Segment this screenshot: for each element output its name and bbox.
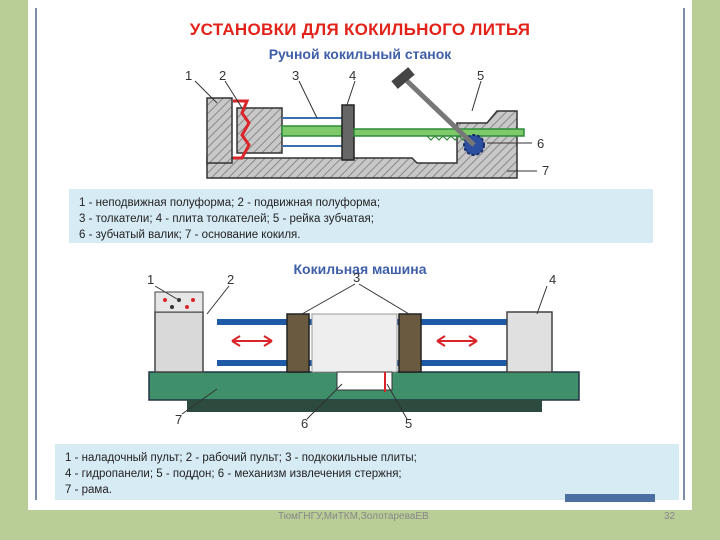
mold-plate-right <box>398 313 422 373</box>
gear-rack <box>353 128 525 137</box>
footer: ТюмГНГУ,МиТКМ,ЗолотареваЕВ 32 <box>0 508 720 522</box>
callout-7: 7 <box>542 163 550 178</box>
callout-2: 2 <box>219 68 227 83</box>
machine1-legend: 1 - неподвижная полуформа; 2 - подвижная… <box>69 189 653 243</box>
manual-chill-machine-drawing <box>194 67 537 179</box>
callout-3: 3 <box>292 68 300 83</box>
hydraulic-panel <box>506 311 553 373</box>
page-number: 32 <box>664 511 676 522</box>
fixed-half-mold <box>206 97 233 164</box>
callout-4: 4 <box>549 272 557 287</box>
callout-1: 1 <box>185 68 193 83</box>
machine2-legend: 1 - наладочный пульт; 2 - рабочий пульт;… <box>55 444 679 500</box>
legend-line: 3 - толкатели; 4 - плита толкателей; 5 -… <box>79 213 374 225</box>
callout-3: 3 <box>353 270 361 285</box>
arrow-left <box>231 335 273 347</box>
callout-4: 4 <box>349 68 357 83</box>
pusher-rod <box>281 125 343 137</box>
legend-line: 1 - неподвижная полуформа; 2 - подвижная… <box>79 197 381 209</box>
pusher-plate <box>341 104 355 161</box>
callout-1: 1 <box>147 272 155 287</box>
lever <box>405 79 476 147</box>
footer-author: ТюмГНГУ,МиТКМ,ЗолотареваЕВ <box>278 511 429 522</box>
main-title: УСТАНОВКИ ДЛЯ КОКИЛЬНОГО ЛИТЬЯ <box>189 20 531 39</box>
legend-line: 4 - гидропанели; 5 - поддон; 6 - механиз… <box>65 468 402 480</box>
diagram-panel: УСТАНОВКИ ДЛЯ КОКИЛЬНОГО ЛИТЬЯ Ручной ко… <box>35 8 685 500</box>
callout-5: 5 <box>477 68 485 83</box>
chill-casting-machine-drawing <box>148 283 580 420</box>
callout-6: 6 <box>537 136 545 151</box>
setup-console <box>154 311 204 373</box>
legend-line: 1 - наладочный пульт; 2 - рабочий пульт;… <box>65 452 417 464</box>
machine2-subtitle: Кокильная машина <box>293 261 427 277</box>
mold-plate-left <box>286 313 310 373</box>
arrow-right <box>436 335 478 347</box>
tray <box>336 371 393 391</box>
callout-7: 7 <box>175 412 183 427</box>
slide-nav-strip[interactable] <box>565 494 655 502</box>
callout-6: 6 <box>301 416 309 431</box>
mold-base <box>206 110 518 179</box>
machine1-subtitle: Ручной кокильный станок <box>268 46 452 62</box>
callout-2: 2 <box>227 272 235 287</box>
legend-line: 6 - зубчатый валик; 7 - основание кокиля… <box>79 229 301 241</box>
callout-5: 5 <box>405 416 413 431</box>
mold-cavity <box>233 99 251 160</box>
legend-line: 7 - рама. <box>65 484 112 496</box>
